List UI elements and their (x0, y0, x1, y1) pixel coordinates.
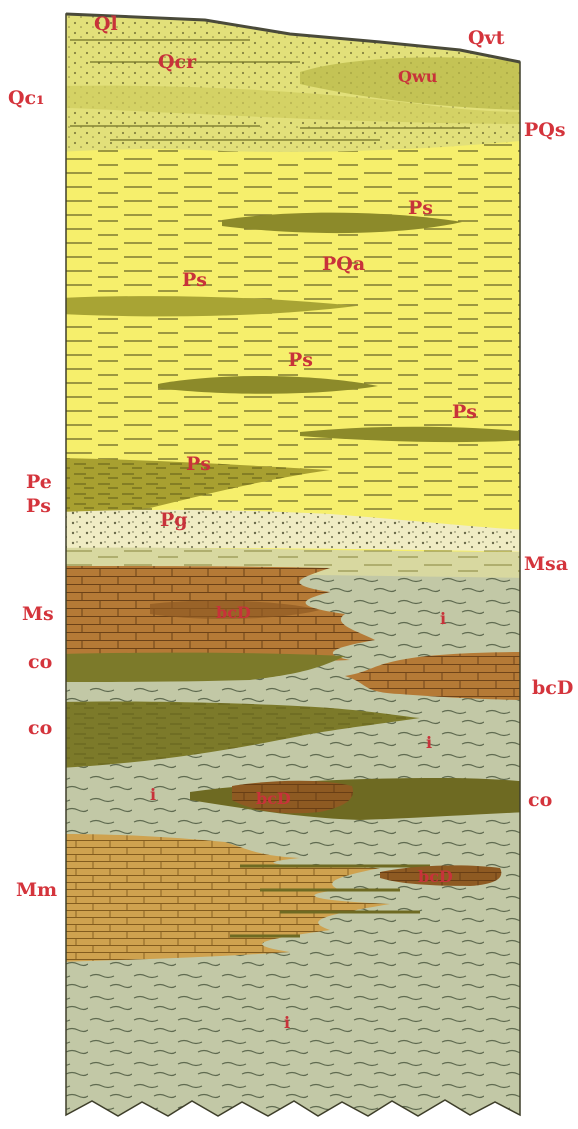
pliocene-dash-pattern (60, 130, 530, 510)
label-i-1: i (440, 609, 446, 628)
label-co-left-2: co (28, 717, 52, 739)
label-ql: Ql (94, 13, 118, 35)
label-pg: Pg (160, 509, 188, 531)
label-mm: Mm (16, 879, 57, 901)
label-pqa: PQa (322, 253, 365, 275)
label-ps-inner-2: Ps (182, 269, 207, 291)
label-bcd-inner-1: bcD (216, 603, 251, 622)
label-qvt: Qvt (468, 27, 505, 49)
label-ps-inner-4: Ps (452, 401, 477, 423)
label-co-left-1: co (28, 651, 52, 673)
label-qc1: Qc₁ (8, 87, 44, 109)
label-bcd-inner-2: bcD (256, 789, 291, 808)
label-bcd-right: bcD (532, 677, 573, 699)
label-ps-inner-3: Ps (288, 349, 313, 371)
label-co-right: co (528, 789, 552, 811)
label-ps-inner-5: Ps (186, 453, 211, 475)
label-i-4: i (284, 1013, 290, 1032)
label-ms: Ms (22, 603, 54, 625)
label-msa: Msa (524, 553, 568, 575)
label-ps-inner-1: Ps (408, 197, 433, 219)
label-i-2: i (426, 733, 432, 752)
label-bcd-inner-3: bcD (418, 867, 453, 886)
label-qcr: Qcr (158, 51, 197, 73)
label-ps-left: Ps (26, 495, 51, 517)
label-qwu: Qwu (398, 67, 438, 86)
stratigraphic-column (60, 0, 530, 1129)
label-pe: Pe (26, 471, 52, 493)
label-pqs: PQs (524, 119, 566, 141)
label-i-3: i (150, 785, 156, 804)
